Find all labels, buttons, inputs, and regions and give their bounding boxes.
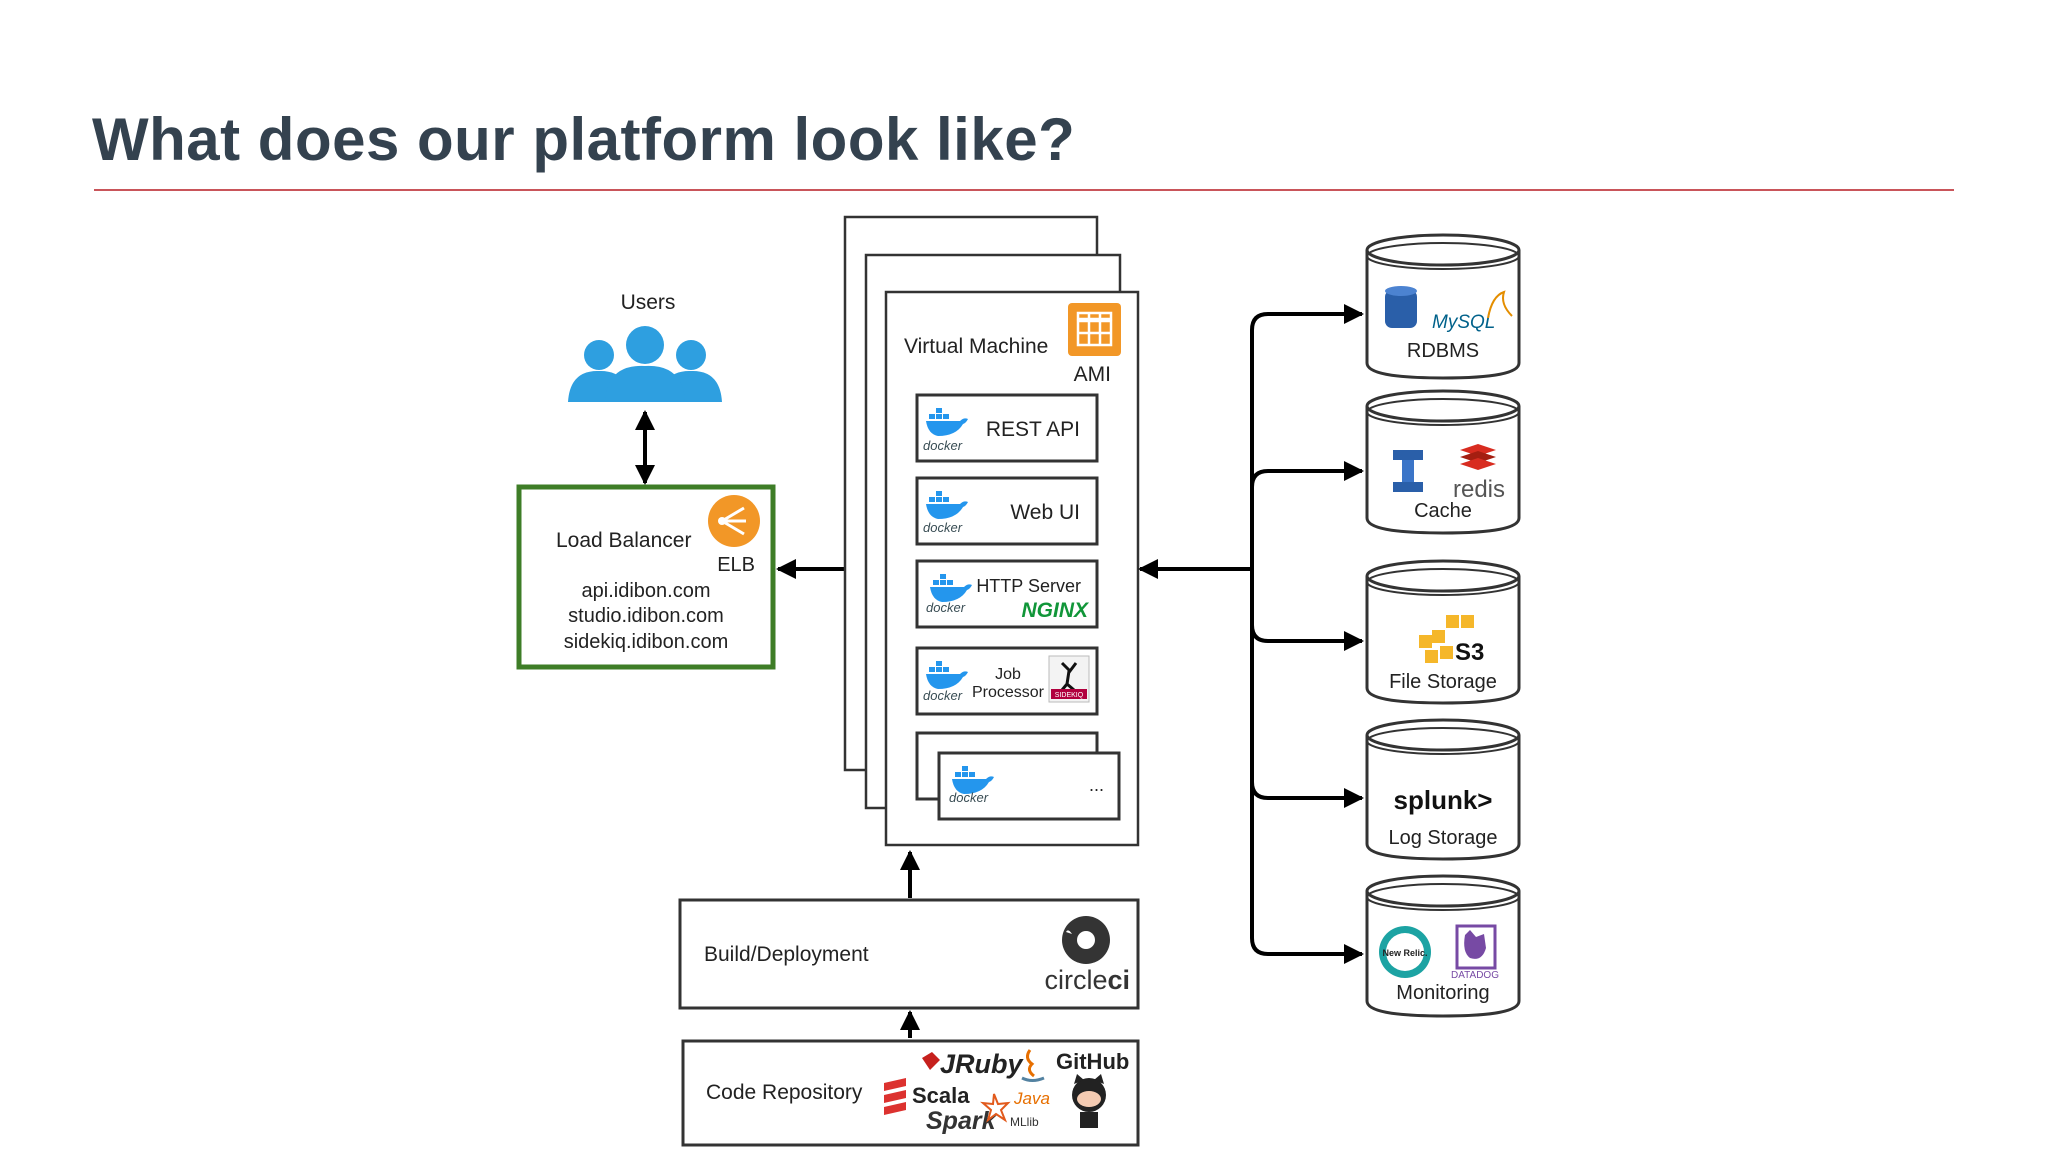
ami-label: AMI [1074, 363, 1111, 386]
users-label: Users [621, 291, 676, 314]
nginx-logo: NGINX [1021, 599, 1090, 622]
elb-label: ELB [717, 554, 755, 576]
virtual-machine-stack: Virtual Machine AMI docker REST API dock… [843, 215, 1140, 847]
mysql-wordmark: MySQL [1432, 312, 1495, 333]
repo-label: Code Repository [706, 1081, 863, 1104]
elb-icon [708, 495, 760, 547]
new-relic-icon: New Relic. [1379, 926, 1431, 978]
container-label-2: Processor [972, 684, 1045, 701]
container-more: docker ... [915, 731, 1121, 821]
container-label: HTTP Server [976, 576, 1081, 596]
scala-wordmark: Scala [912, 1083, 970, 1108]
circleci-wordmark: circleci [1044, 965, 1130, 995]
lb-domain: sidekiq.idibon.com [564, 631, 729, 653]
jruby-logo: JRuby [922, 1049, 1025, 1079]
users-group: Users [568, 291, 722, 402]
java-icon: Java [1013, 1049, 1050, 1108]
ami-icon [1068, 303, 1121, 356]
users-icon [568, 326, 722, 402]
slide-title: What does our platform look like? [92, 106, 1076, 173]
container-label: ... [1089, 775, 1104, 795]
s3-wordmark: S3 [1455, 639, 1484, 666]
load-balancer-label: Load Balancer [556, 529, 691, 552]
vm-label: Virtual Machine [904, 335, 1048, 358]
vm-stores-connector [1138, 304, 1364, 964]
mllib-wordmark: MLlib [1010, 1115, 1039, 1129]
datadog-icon [1455, 924, 1497, 970]
circleci-icon [1062, 916, 1110, 964]
container-label: Web UI [1010, 501, 1080, 524]
code-repository-box: Code Repository JRuby Java GitHub Scala … [681, 1039, 1140, 1147]
github-wordmark: GitHub [1056, 1049, 1129, 1074]
scala-icon: Scala [884, 1078, 970, 1115]
docker-wordmark: docker [923, 688, 963, 703]
docker-wordmark: docker [949, 790, 989, 805]
store-label: Log Storage [1389, 827, 1498, 849]
container-label: Job [995, 666, 1021, 683]
store-label: File Storage [1389, 671, 1497, 693]
store-rdbms: MySQL RDBMS [1365, 233, 1521, 380]
datadog-wordmark: DATADOG [1451, 970, 1499, 981]
java-wordmark: Java [1013, 1089, 1050, 1108]
docker-wordmark: docker [923, 438, 963, 453]
container-job-processor: docker Job Processor SIDEKIQ [915, 646, 1099, 716]
redis-wordmark: redis [1453, 476, 1505, 503]
build-label: Build/Deployment [704, 943, 869, 966]
build-deployment-box: Build/Deployment circleci [678, 898, 1140, 1010]
s3-bucket-icon [1419, 615, 1474, 663]
sidekiq-wordmark: SIDEKIQ [1055, 692, 1084, 699]
store-file-storage: S3 File Storage [1365, 559, 1521, 705]
store-label: RDBMS [1407, 340, 1479, 362]
store-monitoring: New Relic. DATADOG Monitoring [1365, 874, 1521, 1018]
jruby-wordmark: JRuby [940, 1049, 1025, 1079]
title-divider [94, 189, 1954, 191]
redis-icon [1460, 444, 1496, 470]
container-http-server: docker HTTP Server NGINX [915, 559, 1099, 629]
aws-rds-icon [1385, 286, 1417, 328]
container-label: REST API [986, 418, 1080, 441]
container-web-ui: docker Web UI [915, 476, 1099, 546]
store-log-storage: splunk> Log Storage [1365, 718, 1521, 861]
sidekiq-icon: SIDEKIQ [1048, 655, 1090, 703]
mysql-dolphin-icon [1487, 290, 1513, 319]
load-balancer-box: Load Balancer ELB api.idibon.com studio.… [516, 484, 776, 670]
store-cache: redis Cache [1365, 389, 1521, 535]
docker-wordmark: docker [926, 600, 966, 615]
container-rest-api: docker REST API [915, 393, 1099, 463]
spark-wordmark: Spark [926, 1107, 997, 1135]
docker-wordmark: docker [923, 520, 963, 535]
spark-star-icon [979, 1093, 1011, 1123]
lb-domain: studio.idibon.com [568, 605, 724, 627]
octocat-icon [1072, 1074, 1106, 1128]
lb-domain: api.idibon.com [582, 580, 711, 602]
splunk-wordmark: splunk> [1394, 785, 1493, 815]
elasticache-icon [1393, 450, 1423, 492]
store-label: Monitoring [1396, 982, 1489, 1004]
store-label: Cache [1414, 500, 1472, 522]
new-relic-wordmark: New Relic. [1382, 948, 1427, 958]
